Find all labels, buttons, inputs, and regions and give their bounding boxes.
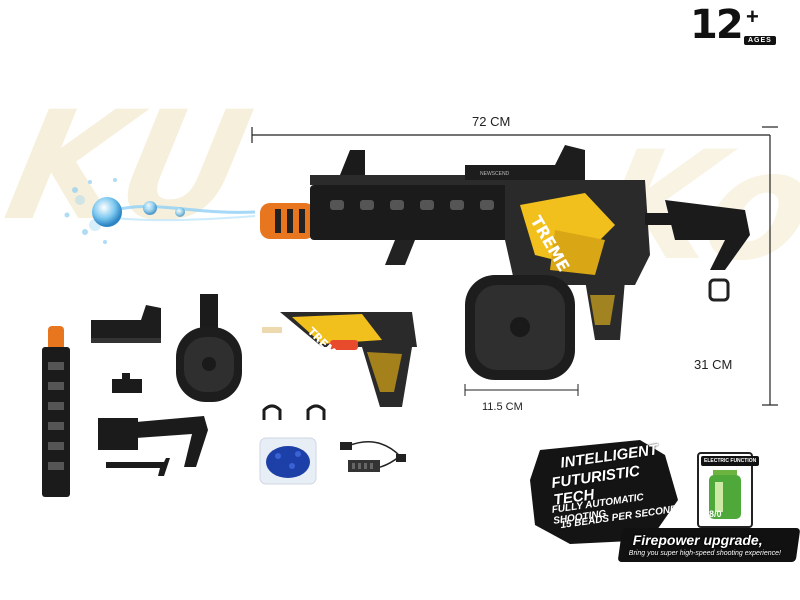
electric-label: ELECTRIC FUNCTION [701,456,760,466]
electric-function-badge: ELECTRIC FUNCTION 8/0 [697,452,760,528]
height-dimension-line [762,135,778,406]
feature-badge-shape [530,440,678,544]
firepower-banner: Firepower upgrade, Bring you super high-… [617,528,800,562]
front-sight [340,150,365,175]
water-bead-splash [64,178,256,244]
drum-width-dimension-line [464,384,579,396]
accessory-rear-sight [112,373,142,393]
age-label: AGES [744,36,776,45]
accessory-foregrip [106,458,170,476]
battery-text: 8/0 [709,509,722,519]
feature-badge: INTELLIGENT FUTURISTIC TECH FULLY AUTOMA… [530,440,680,545]
accessory-red-dot-scope [91,305,161,343]
drum-width-label: 11.5 CM [482,401,523,413]
main-blaster-rifle: TREME NEWSCEND [260,145,750,380]
accessory-handguard [42,326,70,497]
accessory-stock [98,416,208,467]
scope-brand-text: NEWSCEND [480,171,510,177]
accessory-sling-clips [262,404,326,420]
firepower-title: Firepower upgrade, [632,532,763,548]
accessory-usb-charger [340,441,406,472]
length-dimension-line [251,126,778,143]
age-plus: + [746,4,759,29]
battery-icon [709,470,741,519]
firepower-subtitle: Bring you super high-speed shooting expe… [628,550,781,557]
age-badge: 12 + AGES [690,2,780,52]
red-dot-scope [465,145,585,180]
age-number: 12 [690,2,744,48]
accessory-gel-beads-pack [259,437,317,485]
accessory-drum-magazine [176,294,242,402]
handguard-rail [310,185,520,240]
length-label: 72 CM [472,114,511,129]
rifle-stock [665,200,750,270]
accessory-pistol: TREME [262,312,417,407]
height-label: 31 CM [694,357,733,372]
